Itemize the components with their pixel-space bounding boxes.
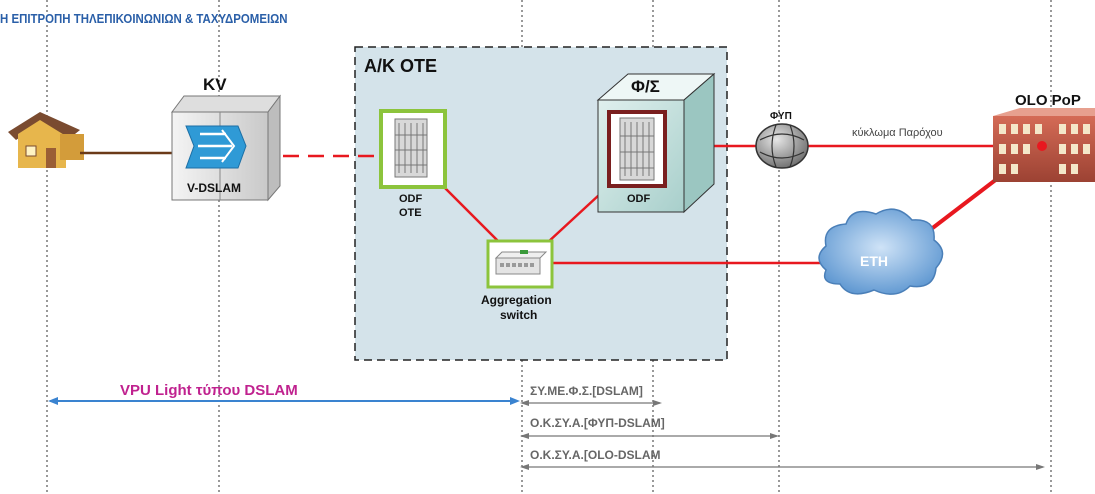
provider-circuit-label: κύκλωμα Παρόχου bbox=[852, 127, 943, 139]
okya-olo-label: Ο.Κ.ΣΥ.Α.[OLO-DSLAM bbox=[530, 448, 661, 462]
eth-label: ETH bbox=[860, 253, 888, 269]
house-icon bbox=[8, 112, 84, 168]
odf-ote-icon bbox=[379, 109, 447, 189]
eth-cloud-icon bbox=[818, 208, 944, 295]
olo-pop-label: OLO PoP bbox=[1015, 92, 1081, 109]
odf-ote-label-1: ODF bbox=[399, 193, 423, 205]
vpu-light-label: VPU Light τύπου DSLAM bbox=[120, 382, 298, 399]
switch-label-1: Aggregation bbox=[481, 293, 552, 307]
legend-arrows bbox=[48, 397, 1045, 470]
vdslam-icon bbox=[185, 125, 247, 169]
symefs-label: ΣΥ.ΜΕ.Φ.Σ.[DSLAM] bbox=[530, 384, 643, 398]
page-header: Η ΕΠΙΤΡΟΠΗ ΤΗΛΕΠΙΚΟΙΝΩΝΙΩΝ & ΤΑΧΥΔΡΟΜΕΙΩ… bbox=[0, 11, 288, 26]
odf-ote-label-2: OTE bbox=[399, 207, 422, 219]
switch-label-2: switch bbox=[500, 308, 538, 322]
olo-pop-building-icon bbox=[993, 108, 1095, 182]
fs-label: Φ/Σ bbox=[631, 77, 660, 96]
odf-icon bbox=[607, 110, 667, 188]
aggregation-switch-icon bbox=[486, 239, 554, 289]
vdslam-label: V-DSLAM bbox=[187, 181, 241, 195]
fyp-label: ΦΥΠ bbox=[770, 111, 792, 122]
odf-label: ODF bbox=[627, 193, 651, 205]
exchange-label: A/K OTE bbox=[364, 56, 438, 76]
fyp-globe-icon bbox=[755, 123, 809, 169]
okya-fyp-label: Ο.Κ.ΣΥ.Α.[ΦΥΠ-DSLAM] bbox=[530, 416, 665, 430]
kv-label: KV bbox=[203, 75, 227, 94]
